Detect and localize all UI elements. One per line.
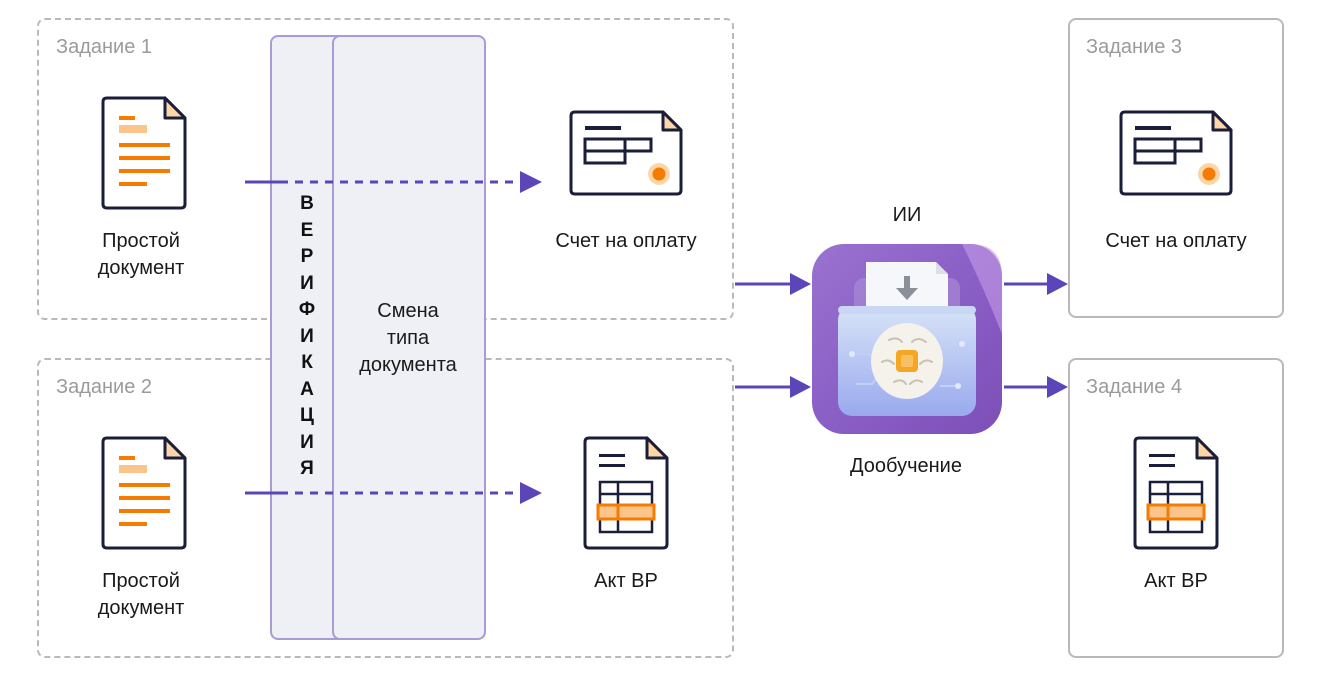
act-table-icon <box>1133 436 1219 550</box>
task3-label: Задание 3 <box>1086 36 1183 58</box>
arrow-task1-to-invoice <box>245 171 542 193</box>
ai-brain-app-icon <box>812 244 1002 434</box>
simple-doc-icon <box>101 436 187 550</box>
ai-title: ИИ <box>892 204 922 226</box>
simple-doc-caption: Простой документ <box>97 230 185 279</box>
task2-label: Задание 2 <box>56 376 153 398</box>
arrow-task2-to-act <box>245 482 542 504</box>
task4-label: Задание 4 <box>1086 376 1183 398</box>
arrow-ai-to-task3 <box>1004 273 1068 295</box>
invoice-icon <box>1119 110 1233 196</box>
invoice-caption: Счет на оплату <box>1105 230 1247 252</box>
arrow-task2-to-ai <box>735 376 811 398</box>
task3-group <box>1068 18 1284 318</box>
invoice-icon <box>569 110 683 196</box>
task1-label: Задание 1 <box>56 36 153 58</box>
arrow-task1-to-ai <box>735 273 811 295</box>
task4-group <box>1068 358 1284 658</box>
change-type-label: Смена типа документа <box>359 300 457 376</box>
invoice-caption: Счет на оплату <box>555 230 697 252</box>
simple-doc-icon <box>101 96 187 210</box>
simple-doc-caption: Простой документ <box>97 570 185 619</box>
verification-label: В Е Р И Ф И К А Ц И Я <box>298 193 316 479</box>
act-caption: Акт ВР <box>594 570 658 592</box>
act-table-icon <box>583 436 669 550</box>
ai-caption: Дообучение <box>850 455 962 477</box>
act-caption: Акт ВР <box>1144 570 1208 592</box>
arrow-ai-to-task4 <box>1004 376 1068 398</box>
change-type-column <box>332 35 486 640</box>
